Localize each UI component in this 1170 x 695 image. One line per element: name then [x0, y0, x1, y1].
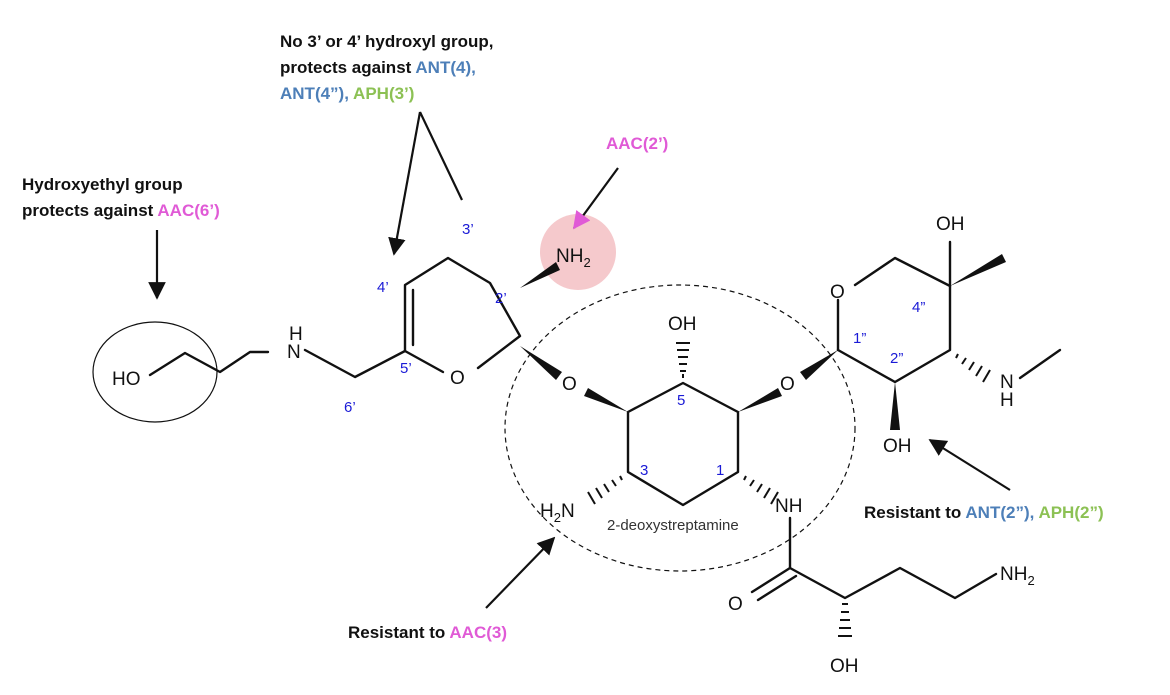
hydroxyethyl-circle	[92, 321, 218, 423]
atom-o-ring1: O	[450, 368, 465, 389]
pos-3prime: 3’	[462, 221, 474, 238]
pos-2prime: 2’	[495, 290, 507, 307]
atom-labels: NH2 HO H N O O OH O O OH N H OH H2N NH O…	[112, 214, 1035, 677]
pos-5: 5	[677, 392, 685, 409]
arrow-aac2	[572, 167, 619, 230]
ant2-note: Resistant to ANT(2”), APH(2”)	[864, 503, 1104, 522]
atom-o-carbonyl: O	[728, 594, 743, 615]
stereo-wedges	[520, 254, 1006, 430]
nh2-highlight-circle	[540, 214, 616, 290]
pos-3: 3	[640, 462, 648, 479]
atom-oh-2pp: OH	[883, 436, 912, 457]
top-note-line1: No 3’ or 4’ hydroxyl group,	[280, 32, 494, 51]
atom-oh-4pp: OH	[936, 214, 965, 235]
top-note-line2: protects against ANT(4),	[280, 58, 476, 77]
atom-nh-linker-n: N	[287, 342, 301, 363]
hydroxyethyl-line1: Hydroxyethyl group	[22, 175, 183, 194]
atom-ho-hydroxyethyl: HO	[112, 369, 141, 390]
top-note-line3: ANT(4”), APH(3’)	[280, 84, 414, 103]
atom-o-ring3: O	[830, 282, 845, 303]
pos-1: 1	[716, 462, 724, 479]
atom-nh-3pp-n: N	[1000, 372, 1014, 393]
pos-4prime: 4’	[377, 279, 389, 296]
hashed-bonds	[587, 342, 991, 637]
pos-4pp: 4”	[912, 299, 925, 316]
core-label: 2-deoxystreptamine	[607, 517, 739, 534]
arrow-aac3	[485, 536, 556, 609]
pos-6prime: 6’	[344, 399, 356, 416]
deoxystreptamine-circle	[504, 284, 856, 572]
atom-nh2-2prime: NH2	[556, 246, 591, 270]
annotation-hydroxyethyl: Hydroxyethyl group protects against AAC(…	[22, 175, 220, 220]
atom-h2n-c3: H2N	[540, 501, 575, 525]
atom-nh-c1: NH	[775, 496, 802, 517]
aac2-label: AAC(2’)	[606, 134, 668, 153]
annotation-top: No 3’ or 4’ hydroxyl group, protects aga…	[280, 32, 494, 103]
bonds	[148, 240, 1062, 602]
atom-nh-3pp-h: H	[1000, 390, 1014, 411]
pos-1pp: 1”	[853, 330, 866, 347]
atom-oh-chain: OH	[830, 656, 859, 677]
atom-o-glycosidic1: O	[562, 374, 577, 395]
position-numbers: 3’ 4’ 2’ 5’ 6’ 5 3 1 1” 2” 4”	[344, 221, 925, 479]
atom-nh-linker-h: H	[289, 324, 303, 345]
hydroxyethyl-line2: protects against AAC(6’)	[22, 201, 220, 220]
pos-5prime: 5’	[400, 360, 412, 377]
arrows	[148, 111, 1011, 609]
atom-oh-c5: OH	[668, 314, 697, 335]
arrow-top-to-4prime	[388, 111, 422, 256]
arrow-ant2	[928, 439, 1011, 491]
arrow-top-to-3prime	[419, 111, 463, 201]
atom-nh2-chain: NH2	[1000, 564, 1035, 588]
aac3-note: Resistant to AAC(3)	[348, 623, 507, 642]
pos-2pp: 2”	[890, 350, 903, 367]
atom-o-glycosidic2: O	[780, 374, 795, 395]
